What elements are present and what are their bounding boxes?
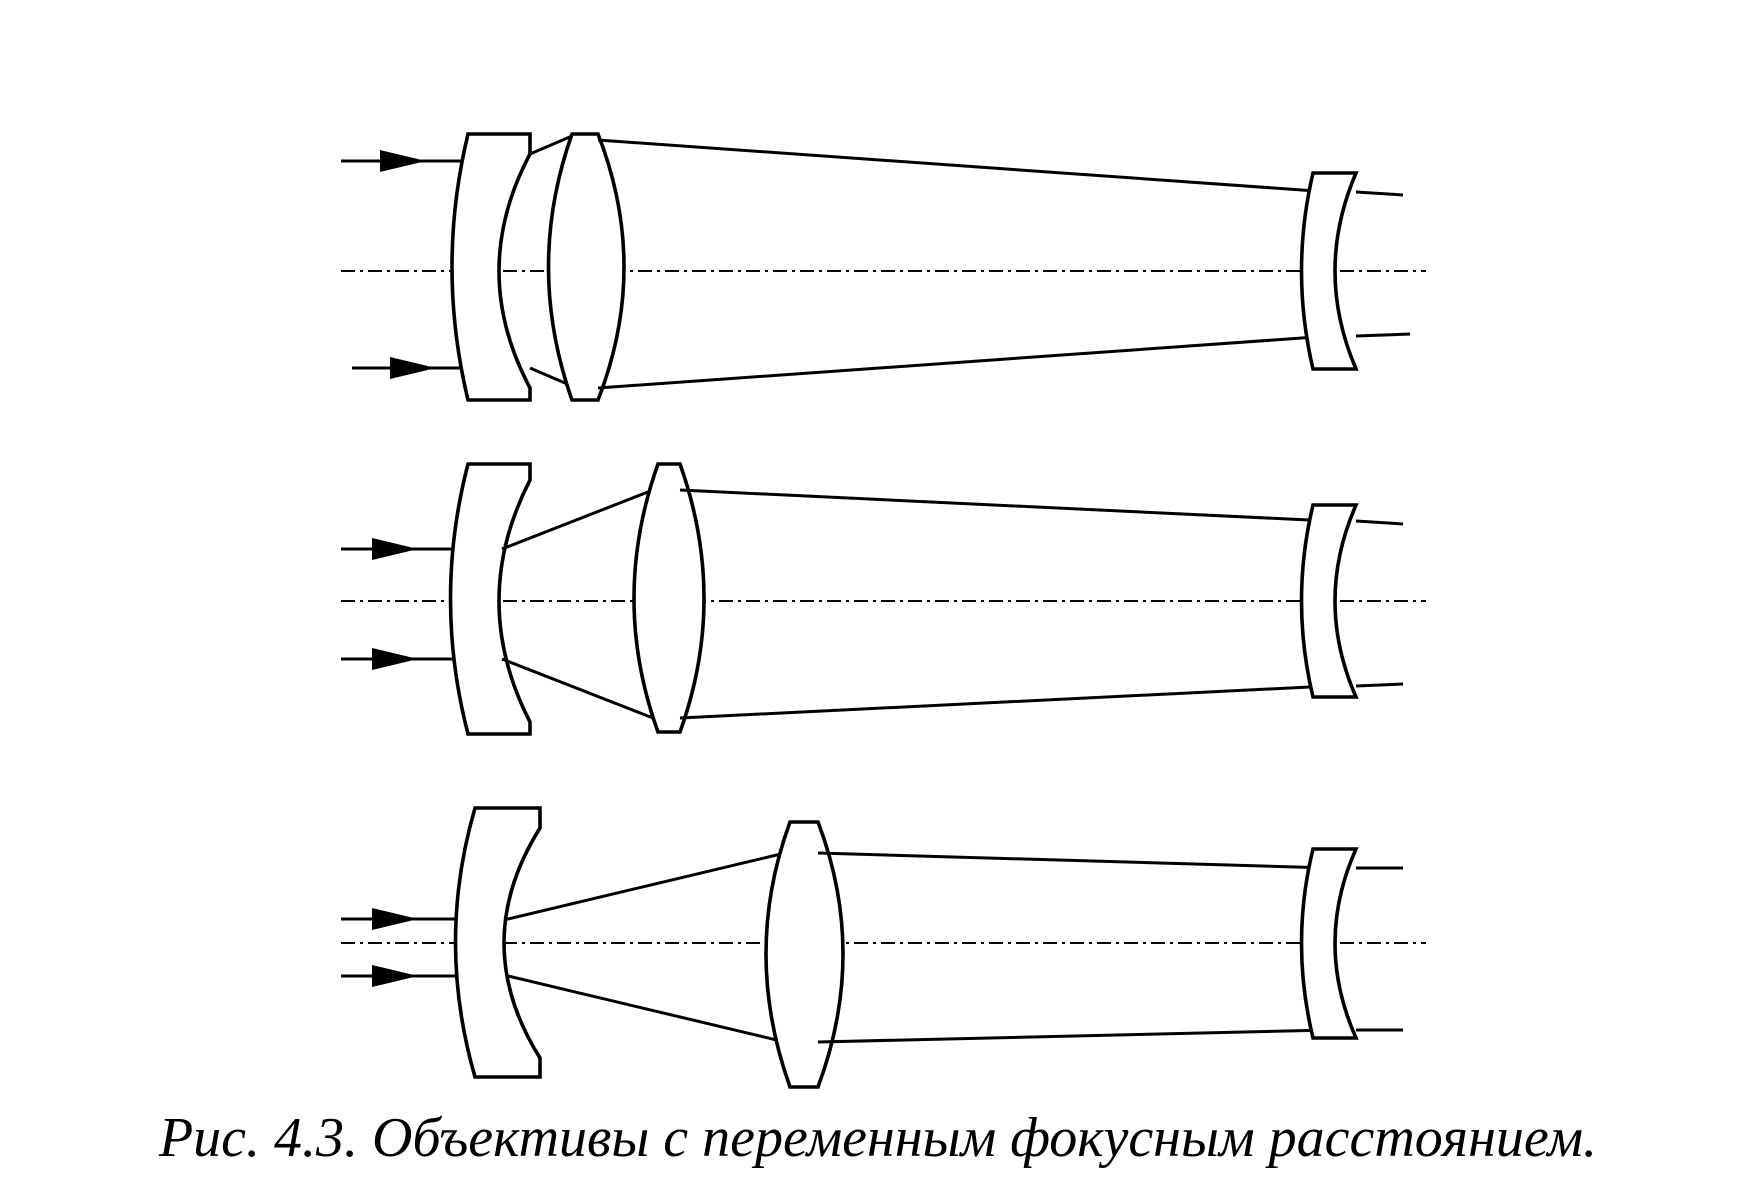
ray-segment <box>507 851 786 921</box>
ray-arrow <box>372 648 418 670</box>
converging-ray-top <box>679 488 1331 523</box>
biconvex-lens <box>632 462 706 734</box>
ray-arrow <box>380 150 426 172</box>
biconvex-lens <box>764 820 845 1089</box>
biconcave-lens <box>1299 847 1359 1040</box>
converging-ray-bottom <box>679 684 1331 720</box>
configuration-2 <box>341 462 1426 736</box>
ray-segment <box>529 134 573 156</box>
ray-arrow <box>372 908 418 930</box>
biconcave-lens <box>1299 171 1359 371</box>
configuration-1 <box>341 132 1426 402</box>
converging-ray-bottom <box>817 1028 1331 1044</box>
exit-ray-top <box>1355 190 1404 197</box>
ray-segment <box>501 488 654 551</box>
biconcave-lens <box>1299 503 1359 699</box>
exit-ray-bottom <box>1355 332 1411 338</box>
ray-segment <box>501 657 654 720</box>
ray-segment <box>507 974 786 1044</box>
converging-ray-top <box>817 851 1331 870</box>
exit-ray-top <box>1355 519 1404 526</box>
configuration-3 <box>341 806 1426 1089</box>
negative-meniscus-lens <box>453 806 542 1079</box>
ray-arrow <box>390 357 436 379</box>
exit-ray-bottom <box>1355 682 1404 688</box>
figure-caption: Рис. 4.3. Объективы с переменным фокусны… <box>158 1107 1598 1169</box>
converging-ray-bottom <box>597 334 1331 390</box>
ray-arrow <box>372 965 418 987</box>
negative-meniscus-lens <box>448 462 532 736</box>
biconvex-lens <box>546 132 626 402</box>
converging-ray-top <box>597 138 1331 194</box>
ray-arrow <box>372 538 418 560</box>
negative-meniscus-lens <box>450 132 532 402</box>
